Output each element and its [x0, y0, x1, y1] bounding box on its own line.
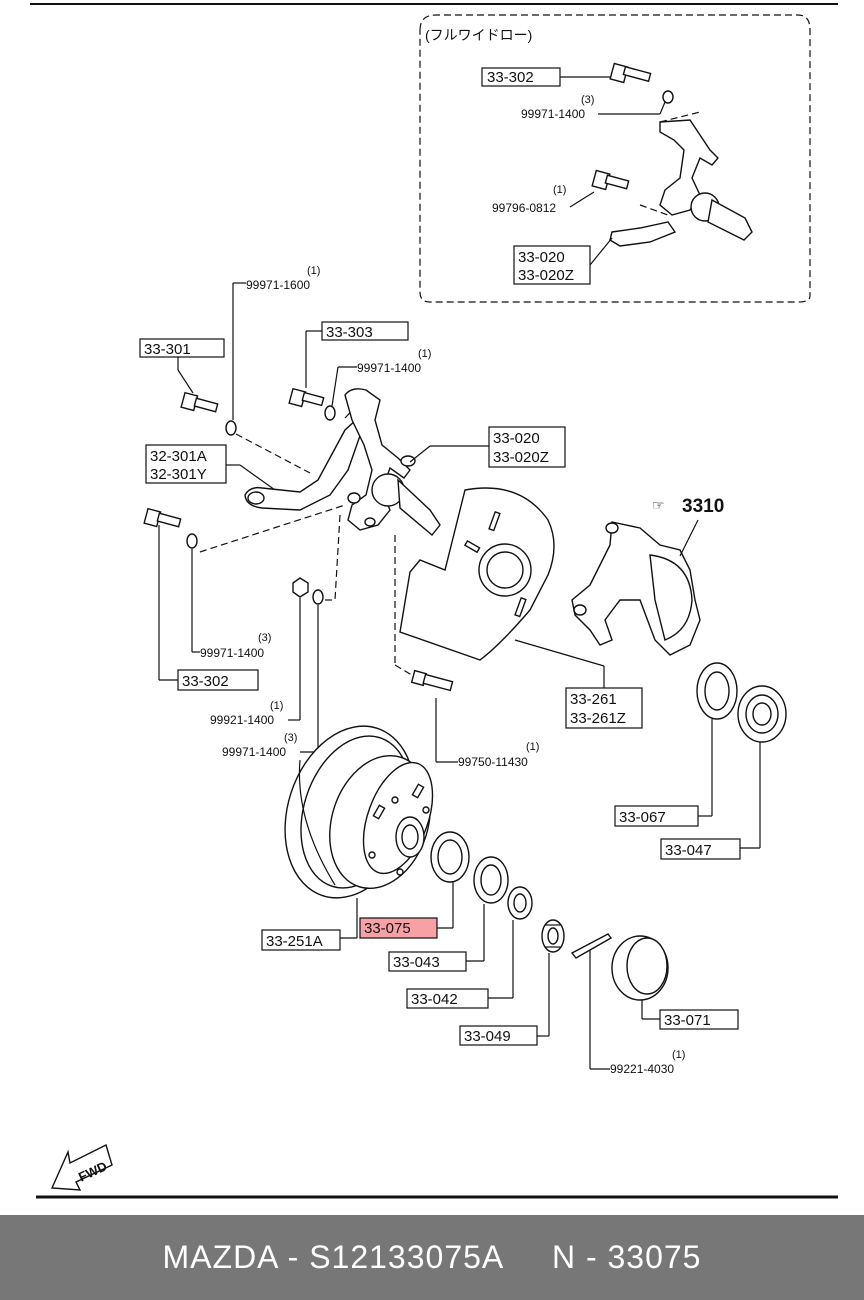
label-33-301: 33-301 [144, 341, 191, 358]
label-33-303: 33-303 [326, 324, 373, 341]
label-inset-33-020: 33-020 [518, 249, 565, 266]
dashed-guide [235, 433, 311, 474]
inset-group: (フルワイドロー) 33-302 (3) 99971-1400 (1) 9979… [419, 14, 811, 303]
leader-line [409, 445, 431, 463]
footer-bar: MAZDA - S12133075A N - 33075 [0, 1215, 864, 1300]
label-box [145, 444, 227, 484]
bolt-icon [288, 387, 325, 408]
leader-line [589, 237, 613, 266]
washer-icon [225, 420, 237, 436]
label-box [565, 687, 643, 729]
grease-cap-33-071 [611, 935, 669, 1001]
label-box [388, 951, 467, 972]
qty-99971-1400c: (3) [284, 732, 297, 744]
bolt-icon [591, 169, 630, 191]
label-99971-1400a: 99971-1400 [357, 361, 421, 375]
footer-part-number: MAZDA - S12133075A N - 33075 [162, 1239, 702, 1275]
label-33-043: 33-043 [393, 954, 440, 971]
washer-33-043 [473, 856, 509, 904]
label-99221-4030: 99221-4030 [610, 1062, 674, 1076]
label-inset-99971-1400: 99971-1400 [521, 107, 585, 121]
label-box [177, 669, 259, 691]
label-99971-1400b: 99971-1400 [200, 646, 264, 660]
label-box-highlighted[interactable] [359, 917, 438, 939]
label-box [459, 1025, 538, 1046]
qty-inset-99971: (3) [581, 94, 594, 106]
label-3310: 3310 [682, 496, 724, 517]
label-99971-1400c: 99971-1400 [222, 745, 286, 759]
label-33-261: 33-261 [570, 691, 617, 708]
label-box [139, 338, 225, 358]
label-33-020: 33-020 [493, 430, 540, 447]
leader-line [331, 366, 339, 407]
label-box [261, 929, 341, 951]
qty-99971-1600: (1) [307, 265, 320, 277]
bearing-33-075 [430, 831, 470, 883]
washer-33-042 [507, 886, 533, 920]
inset-dashed-frame [419, 14, 811, 303]
steering-knuckle [344, 388, 441, 536]
label-32-301Y: 32-301Y [150, 466, 207, 483]
label-33-302: 33-302 [182, 673, 229, 690]
label-99921-1400: 99921-1400 [210, 713, 274, 727]
leader-line [659, 101, 666, 115]
label-box [488, 426, 566, 468]
brake-caliper [571, 521, 701, 656]
label-99750-11430: 99750-11430 [458, 755, 528, 769]
label-33-020Z: 33-020Z [493, 449, 549, 466]
leader-line [177, 369, 194, 394]
label-inset-33-302: 33-302 [487, 69, 534, 86]
label-33-261Z: 33-261Z [570, 710, 626, 727]
label-33-067: 33-067 [619, 809, 666, 826]
leader-line [514, 639, 605, 667]
nut-icon [292, 577, 309, 598]
label-33-049: 33-049 [464, 1028, 511, 1045]
washer-icon [662, 90, 674, 104]
qty-99971-1400b: (3) [258, 632, 271, 644]
qty-99971-1400a: (1) [418, 348, 431, 360]
leader-line [569, 191, 595, 208]
leader-line [239, 464, 276, 491]
label-99971-1600: 99971-1600 [246, 278, 310, 292]
steering-knuckle-inset [609, 111, 753, 247]
bolt-icon [180, 391, 219, 413]
qty-99221-4030: (1) [672, 1049, 685, 1061]
bolt-icon [410, 669, 454, 692]
qty-99921-1400: (1) [270, 700, 283, 712]
leader-line [679, 519, 699, 557]
dashed-guide [199, 504, 346, 553]
disc-rotor-hub [284, 725, 434, 899]
steering-arm [244, 418, 363, 511]
label-box [659, 1009, 739, 1030]
washer-icon [324, 405, 336, 421]
dashed-guide [334, 514, 341, 601]
castle-nut-33-049 [541, 919, 565, 953]
bearing-33-047 [737, 685, 787, 743]
label-box [513, 245, 591, 285]
qty-inset-99796: (1) [553, 184, 566, 196]
label-33-042: 33-042 [411, 991, 458, 1008]
label-33-047: 33-047 [665, 842, 712, 859]
oil-seal-33-067 [696, 662, 738, 720]
dust-shield [399, 487, 555, 661]
label-inset-99796-0812: 99796-0812 [492, 201, 556, 215]
bolt-icon [609, 62, 652, 84]
parts-diagram: (フルワイドロー) 33-302 (3) 99971-1400 (1) 9979… [30, 3, 838, 1199]
label-inset-33-020Z: 33-020Z [518, 267, 574, 284]
fwd-arrow-icon [50, 1144, 113, 1191]
bolt-icon [143, 507, 182, 528]
qty-99750-11430: (1) [526, 741, 539, 753]
cotter-pin-icon [570, 933, 613, 959]
label-33-071: 33-071 [664, 1012, 711, 1029]
label-33-075[interactable]: 33-075 [364, 920, 411, 937]
washer-icon [186, 533, 198, 549]
inset-title: (フルワイドロー) [425, 27, 532, 43]
label-33-251A: 33-251A [266, 933, 323, 950]
pointer-icon: ☞ [652, 497, 665, 513]
label-box [406, 988, 489, 1009]
washer-icon [312, 589, 324, 605]
label-box [614, 805, 699, 827]
label-32-301A: 32-301A [150, 448, 207, 465]
label-box [660, 838, 741, 860]
